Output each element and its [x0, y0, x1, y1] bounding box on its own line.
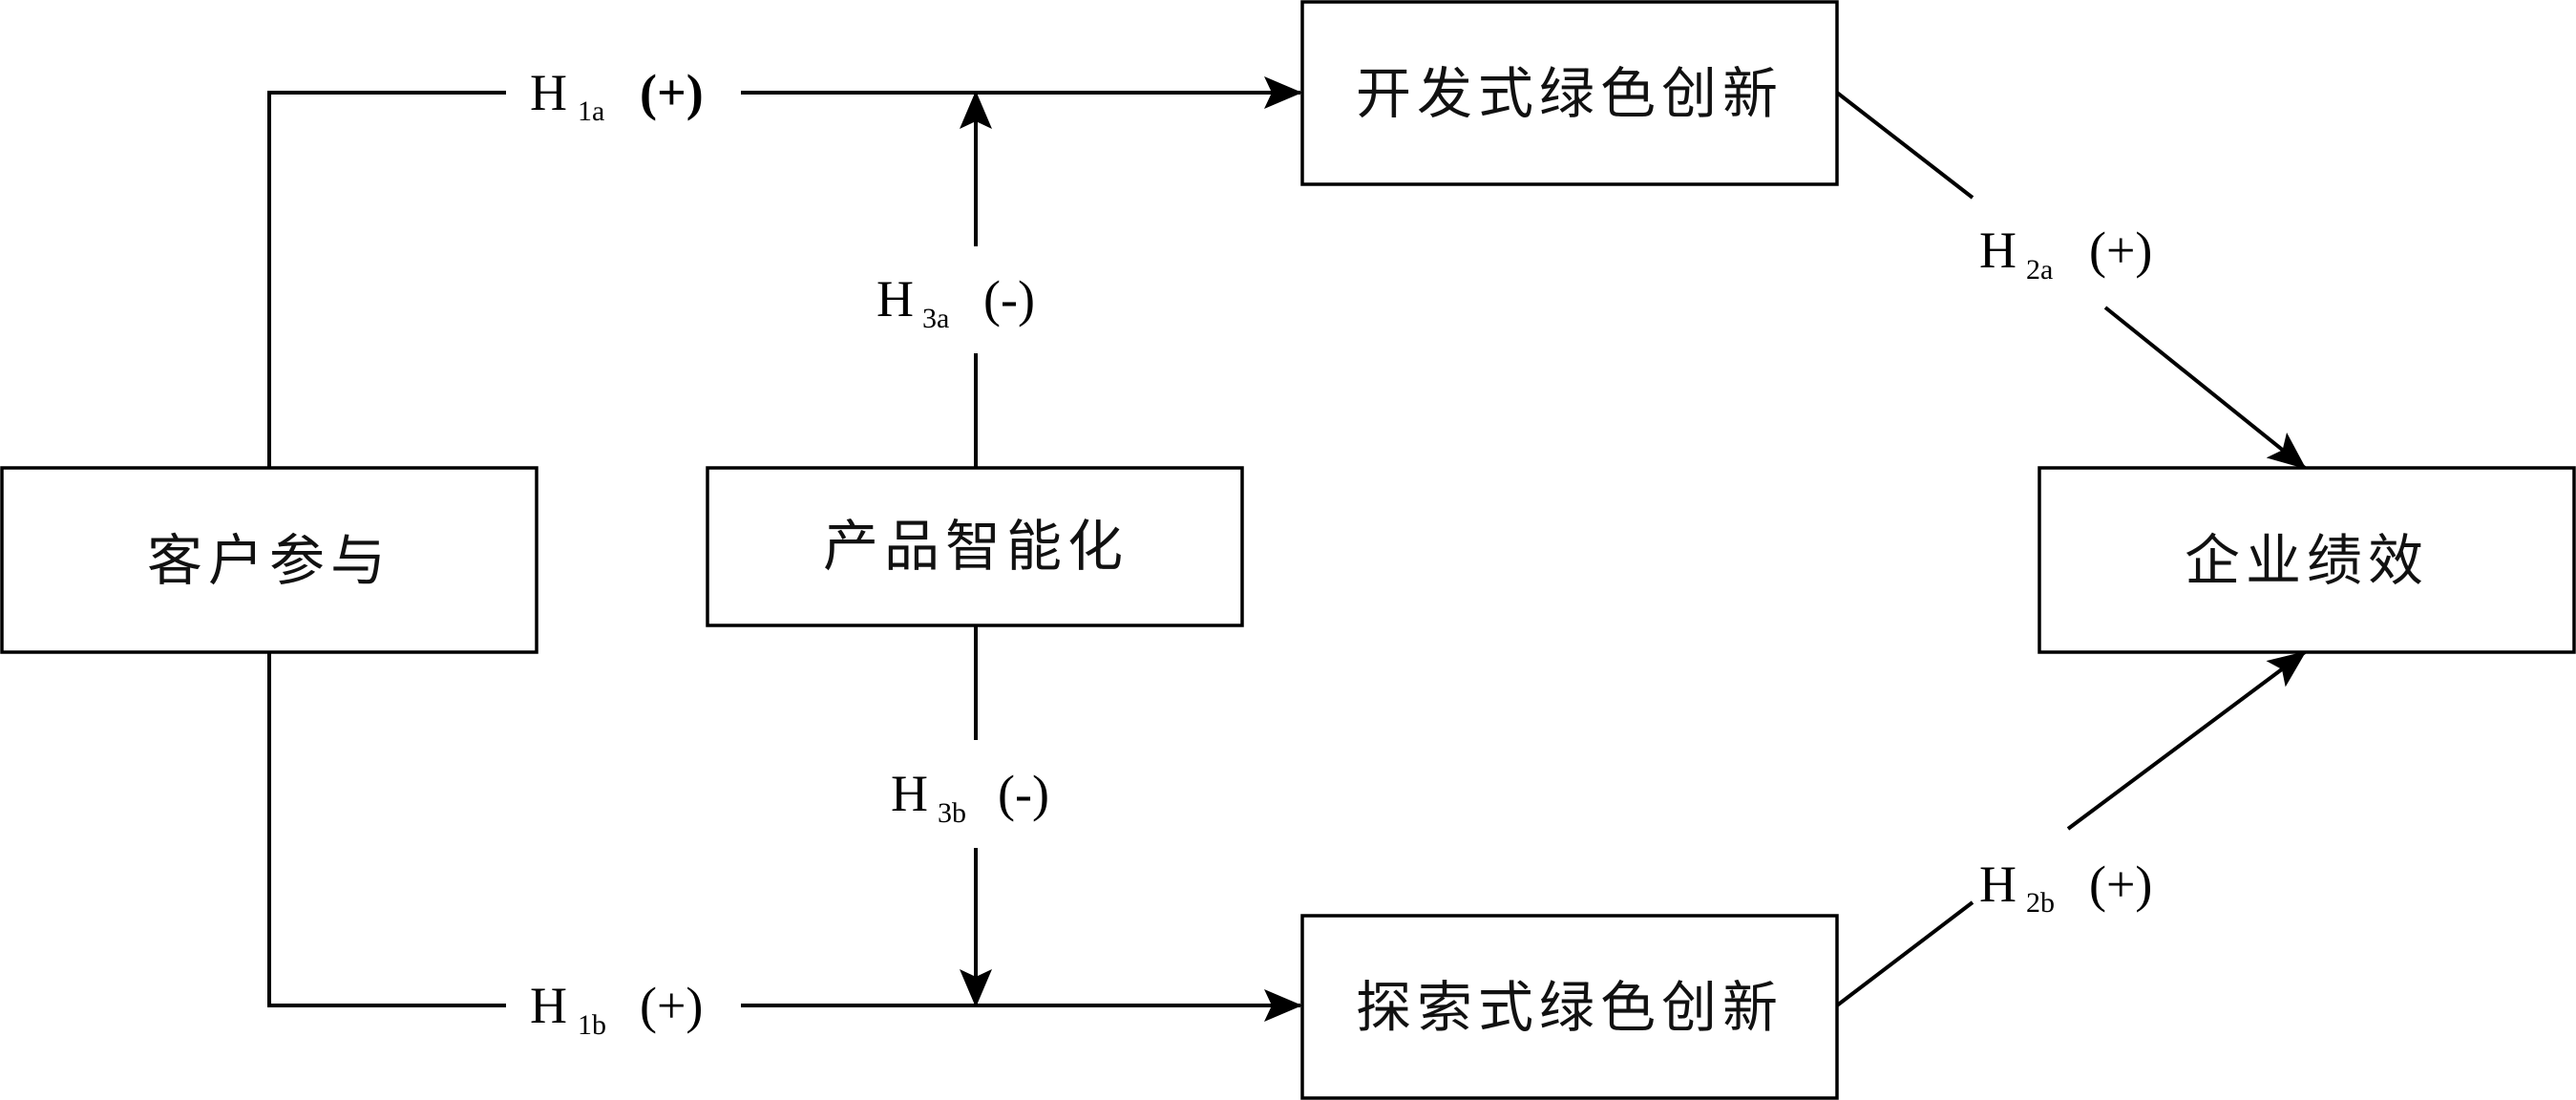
h3a-sign: (-)	[983, 270, 1035, 328]
h1b-sign: (+)	[640, 977, 703, 1034]
box-customer-participation: 客户参与	[0, 466, 538, 654]
box-exploitative-green-innovation: 开发式绿色创新	[1300, 0, 1839, 186]
h2a-connector-upper	[1835, 91, 1974, 200]
h2a-sign: (+)	[2089, 222, 2152, 279]
box-exploratory-green-innovation: 探索式绿色创新	[1300, 914, 1839, 1100]
h1a-subscript: 1a	[578, 95, 604, 127]
h1b-subscript: 1b	[578, 1009, 606, 1041]
h3b-subscript: 3b	[938, 797, 966, 829]
box-product-intelligence: 产品智能化	[706, 466, 1244, 627]
box-customer-participation-label: 客户参与	[147, 528, 391, 593]
box-exploitative-green-innovation-label: 开发式绿色创新	[1356, 61, 1784, 126]
h2b-sign: (+)	[2089, 856, 2152, 913]
h1a-connector-left	[267, 91, 506, 468]
h1a-letter: H	[530, 64, 567, 121]
h3a-subscript: 3a	[922, 303, 949, 334]
hypothesis-h2b-label: H 2b (+)	[1979, 856, 2152, 919]
h2b-letter: H	[1979, 856, 2016, 913]
h1a-sign: (+)	[640, 64, 704, 121]
h3a-letter: H	[876, 270, 914, 328]
hypothesis-h2a-label: H 2a (+)	[1979, 222, 2152, 286]
box-product-intelligence-label: 产品智能化	[823, 514, 1129, 579]
box-firm-performance-label: 企业绩效	[2185, 528, 2429, 593]
h2a-arrow	[2103, 306, 2307, 470]
hypothesis-h3a-label: H 3a (-)	[876, 270, 1035, 334]
h3b-letter: H	[891, 765, 928, 822]
h2a-letter: H	[1979, 222, 2016, 279]
h2b-subscript: 2b	[2026, 887, 2055, 919]
h2a-subscript: 2a	[2026, 254, 2053, 286]
box-exploratory-green-innovation-label: 探索式绿色创新	[1356, 975, 1784, 1040]
h1b-letter: H	[530, 977, 567, 1034]
box-firm-performance: 企业绩效	[2038, 466, 2576, 654]
h3b-sign: (-)	[998, 765, 1049, 822]
h2b-connector-lower	[1835, 900, 1974, 1007]
hypothesis-h1a-label: H 1a (+)	[530, 64, 704, 127]
h1b-connector-left	[267, 652, 506, 1007]
h2b-arrow	[2066, 650, 2307, 831]
hypothesis-h3b-label: H 3b (-)	[891, 765, 1049, 829]
hypothesis-h1b-label: H 1b (+)	[530, 977, 703, 1041]
